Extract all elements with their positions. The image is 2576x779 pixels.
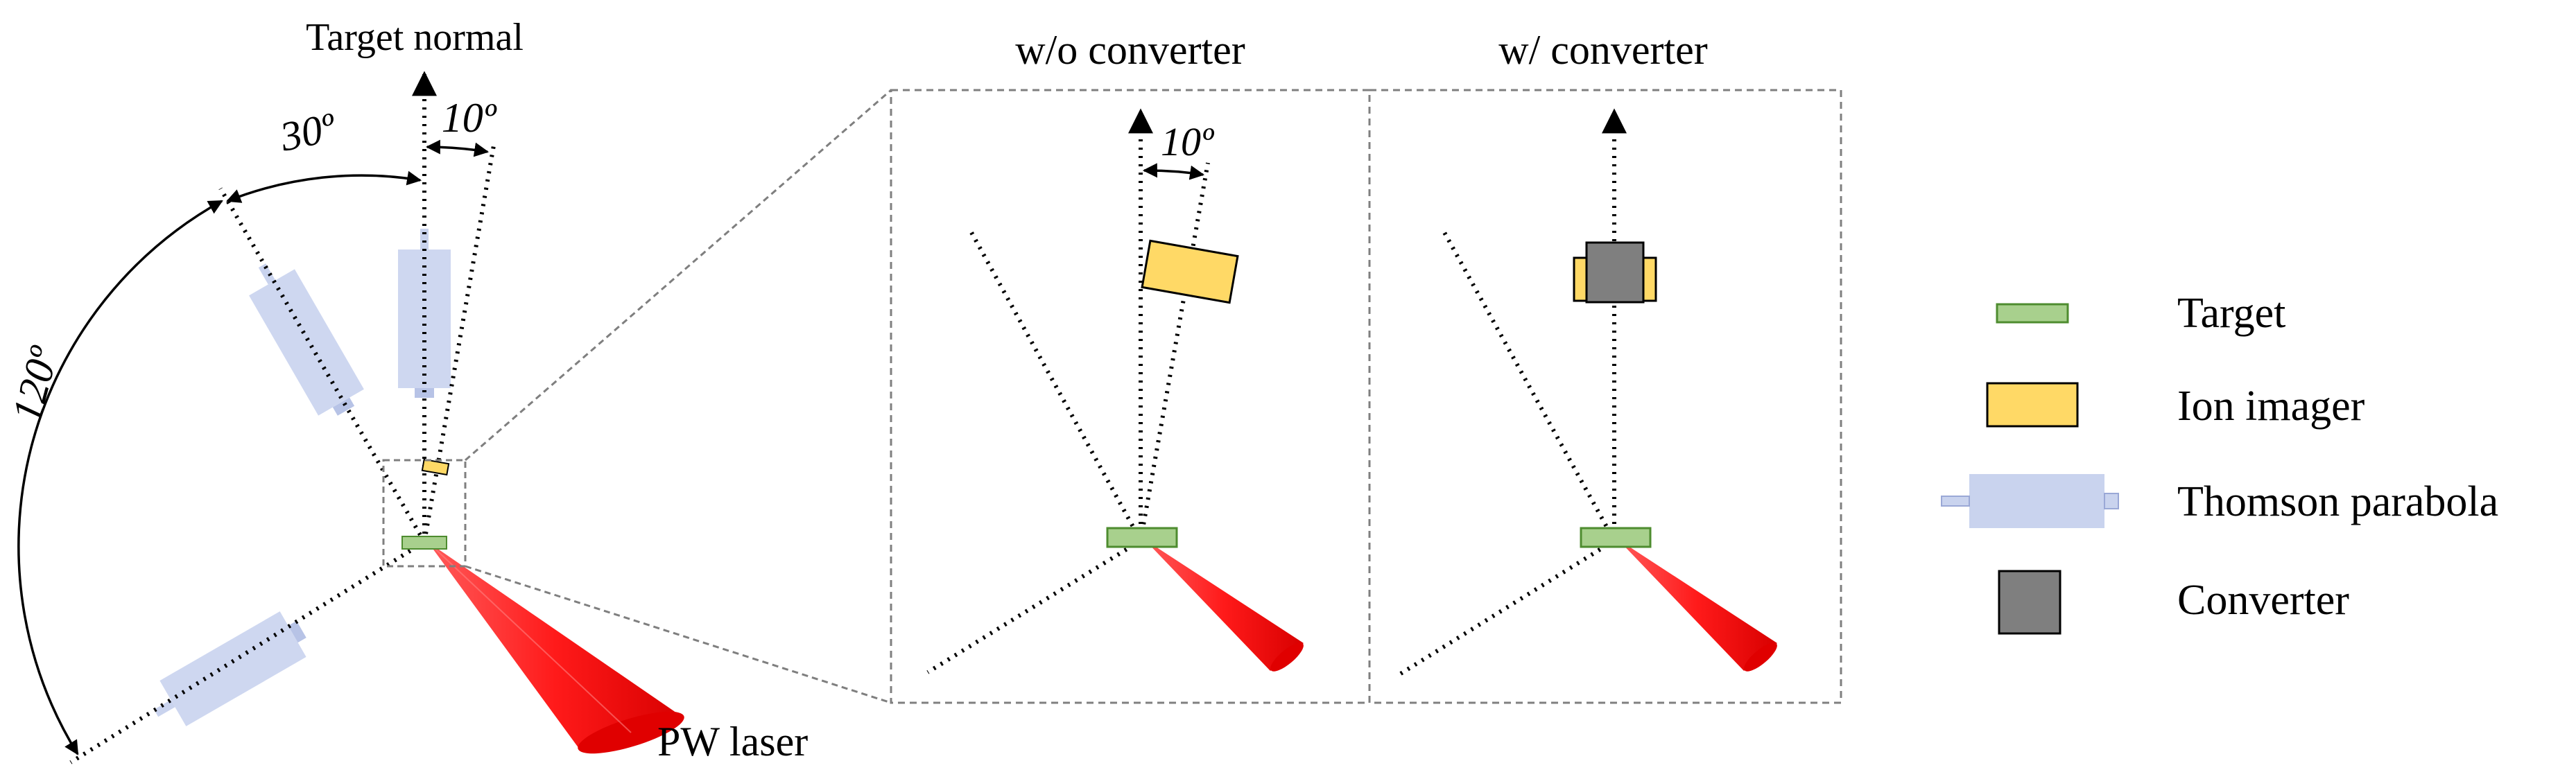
thirty-degree-line-inset-1 (967, 227, 1143, 542)
laser-beam-inset-2 (1618, 539, 1777, 672)
zoom-connector-top (465, 89, 892, 462)
legend-ion-imager-swatch (1986, 382, 2079, 428)
arc-120deg (17, 200, 223, 755)
ion-imager-inset-1 (1141, 239, 1239, 304)
legend-thomson-left-port (1941, 496, 1970, 507)
arc-10deg (425, 139, 490, 157)
panel-without-converter-frame (890, 89, 1371, 704)
legend-thomson-parabola-label: Thomson parabola (2177, 478, 2498, 525)
angle-10-label: 10º (442, 95, 497, 141)
pw-laser-beam (427, 541, 684, 754)
thomson-parabola-0deg (398, 229, 451, 398)
legend-thomson-right-port (2104, 493, 2119, 509)
zoom-connector-bottom (465, 565, 892, 704)
converter-inset-2 (1585, 241, 1645, 304)
ion-imager-small (421, 458, 450, 476)
panel-with-converter: w/ converter (1368, 27, 1842, 704)
target-inset-2 (1580, 527, 1652, 548)
panel-with-converter-frame (1368, 89, 1842, 704)
arc-30deg (226, 170, 422, 203)
legend-item-thomson-parabola: Thomson parabola (1941, 474, 2498, 528)
angle-10-label-inset-1: 10º (1161, 119, 1215, 164)
angle-120-label: 120º (3, 341, 67, 426)
one-twenty-degree-line-inset-1 (926, 539, 1142, 674)
legend-item-ion-imager: Ion imager (1986, 382, 2365, 430)
ten-degree-line (422, 145, 496, 543)
angle-30-label: 30º (276, 104, 340, 160)
one-twenty-degree-line-inset-2 (1399, 539, 1616, 676)
legend-target-swatch (1996, 303, 2069, 324)
arc-10deg-inset-1 (1142, 163, 1205, 180)
pw-laser-label: PW laser (657, 719, 808, 764)
zoom-inset-box (382, 459, 467, 568)
legend-target-label: Target (2177, 290, 2285, 337)
target-small (401, 536, 447, 550)
overview-panel: Target normal 30º 10º 120º PW laser (3, 16, 892, 764)
legend-item-converter: Converter (1998, 570, 2349, 635)
panel-with-converter-title: w/ converter (1498, 27, 1708, 73)
laser-beam-inset-1 (1144, 539, 1304, 672)
legend-converter-swatch (1998, 570, 2061, 635)
legend-item-target: Target (1996, 290, 2285, 337)
panel-without-converter-title: w/o converter (1015, 27, 1245, 73)
ten-degree-line-inset-1 (1139, 162, 1210, 541)
panel-without-converter: w/o converter 10º (890, 27, 1371, 704)
legend-ion-imager-label: Ion imager (2177, 383, 2365, 430)
one-twenty-degree-line (69, 540, 426, 764)
thomson-parabola-30deg (249, 263, 364, 416)
legend-thomson-parabola-swatch (1969, 474, 2104, 528)
legend-converter-label: Converter (2177, 577, 2349, 624)
thirty-degree-line (218, 187, 426, 543)
legend: Target Ion imager Thomson parabola Conve… (1941, 290, 2498, 635)
target-normal-label: Target normal (306, 16, 524, 59)
target-inset-1 (1106, 527, 1178, 548)
thirty-degree-line-inset-2 (1440, 227, 1616, 542)
